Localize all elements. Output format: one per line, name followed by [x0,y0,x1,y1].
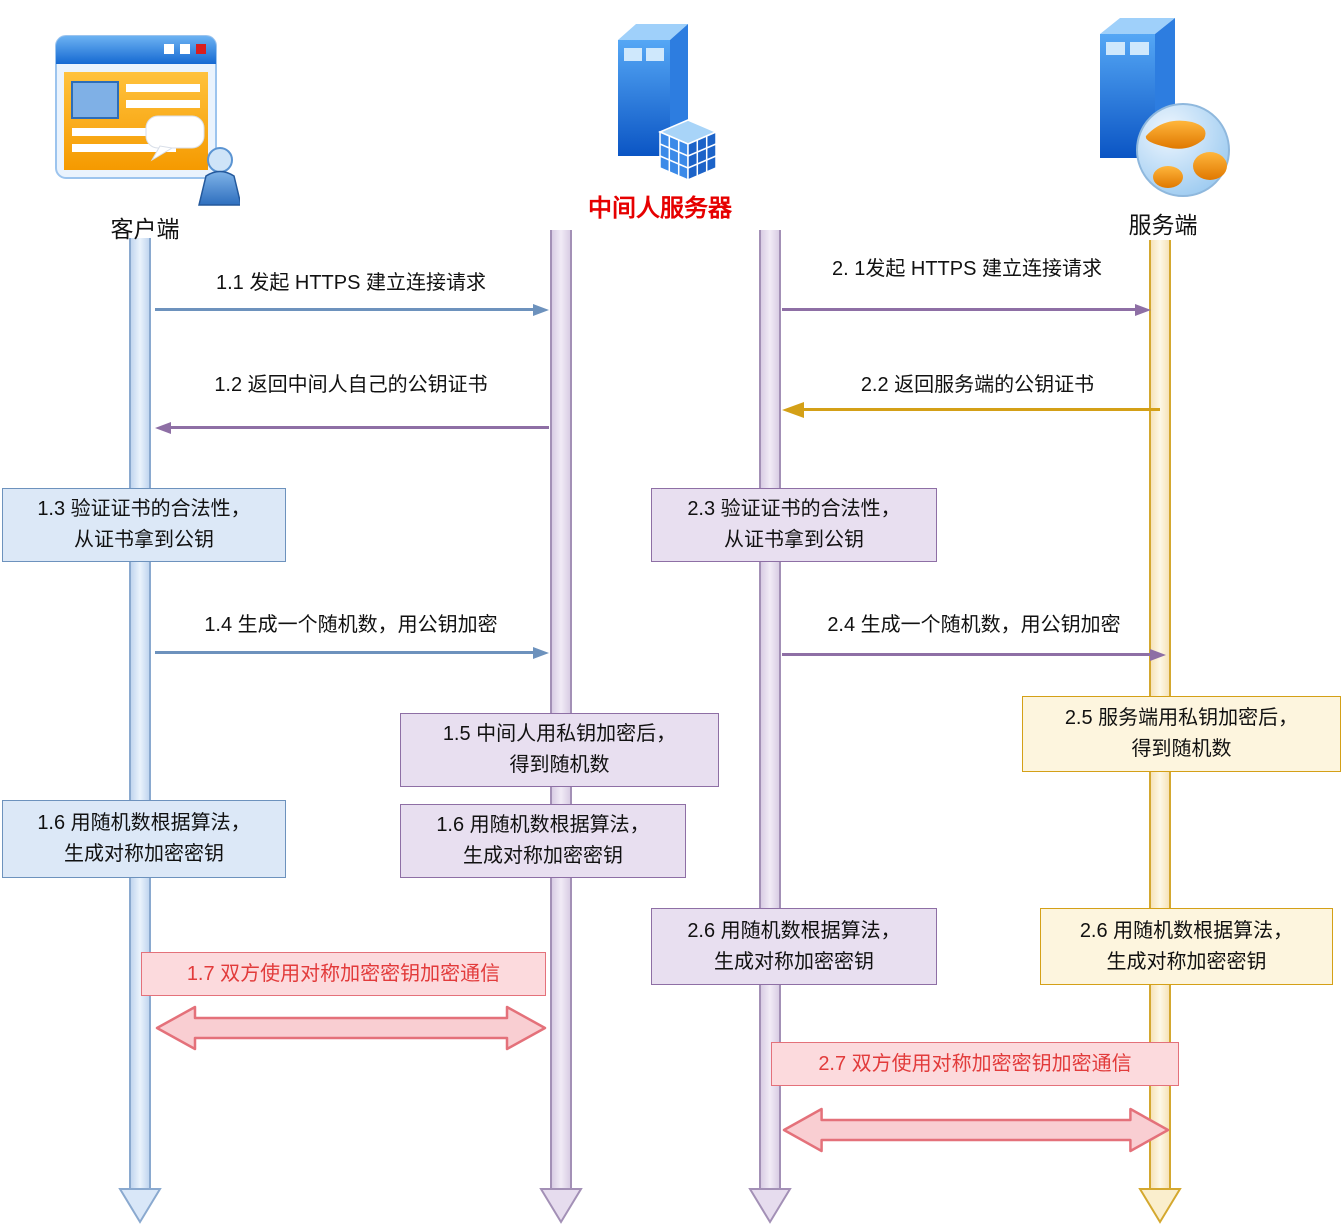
message-2-1-label: 2. 1发起 HTTPS 建立连接请求 [831,258,1103,280]
lifeline-client-bar [129,238,151,1192]
lifeline-client-arrow-icon [118,1188,162,1224]
message-1-2-arrow [171,426,549,429]
server-globe-icon [1100,18,1230,197]
comm-note-1-7: 1.7 双方使用对称加密密钥加密通信 [141,952,546,996]
message-2-1-arrow [782,308,1135,311]
message-2-2-label: 2.2 返回服务端的公钥证书 [860,374,1095,396]
message-2-4-arrow [782,653,1150,656]
lifeline-mitm-left [539,230,583,1224]
comm-note-2-7: 2.7 双方使用对称加密密钥加密通信 [771,1042,1179,1086]
message-1-2-label: 1.2 返回中间人自己的公钥证书 [214,374,488,396]
comm-double-arrow-2-7 [782,1107,1170,1153]
note-1-5: 1.5 中间人用私钥加密后， 得到随机数 [400,713,719,787]
mitm-server-icon [618,24,718,182]
note-2-6-server: 2.6 用随机数根据算法， 生成对称加密密钥 [1040,908,1333,985]
lifeline-mitm-left-arrow-icon [539,1188,583,1224]
note-1-6-mitm: 1.6 用随机数根据算法， 生成对称加密密钥 [400,804,686,878]
message-1-1-label: 1.1 发起 HTTPS 建立连接请求 [215,272,487,294]
lifeline-mitm-right-arrow-icon [748,1188,792,1224]
actor-client-label: 客户端 [110,216,180,242]
message-2-2-arrow [804,408,1160,411]
note-2-5: 2.5 服务端用私钥加密后， 得到随机数 [1022,696,1341,772]
lifeline-mitm-left-bar [550,230,572,1192]
message-1-1-arrow [155,308,533,311]
note-1-6-client: 1.6 用随机数根据算法， 生成对称加密密钥 [2,800,286,878]
note-2-3: 2.3 验证证书的合法性， 从证书拿到公钥 [651,488,937,562]
note-1-3: 1.3 验证证书的合法性， 从证书拿到公钥 [2,488,286,562]
message-1-4-label: 1.4 生成一个随机数，用公钥加密 [204,614,498,636]
message-1-4-arrow [155,651,533,654]
comm-double-arrow-1-7 [155,1005,547,1051]
lifeline-server-arrow-icon [1138,1188,1182,1224]
actor-mitm-label: 中间人服务器 [588,195,732,222]
note-2-6-mitm: 2.6 用随机数根据算法， 生成对称加密密钥 [651,908,937,985]
actor-server-label: 服务端 [1128,212,1198,238]
lifeline-client [118,238,162,1224]
client-browser-icon [55,35,240,206]
message-2-4-label: 2.4 生成一个随机数，用公钥加密 [827,614,1121,636]
